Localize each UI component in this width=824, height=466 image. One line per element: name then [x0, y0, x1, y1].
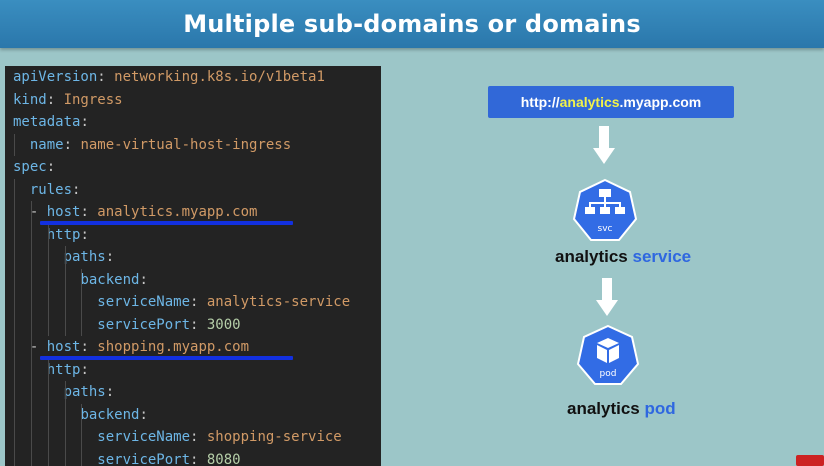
code-key: apiVersion	[13, 69, 98, 85]
code-separator: :	[80, 361, 89, 378]
code-value: shopping-service	[206, 429, 342, 445]
code-list-dash: -	[29, 204, 47, 220]
code-value: networking.k8s.io/v1beta1	[114, 69, 325, 85]
pod-icon: pod	[576, 324, 640, 385]
indent-guide	[81, 268, 83, 336]
code-key: rules	[29, 181, 73, 198]
code-key: http	[46, 226, 81, 243]
indent-guide	[64, 246, 66, 336]
code-separator: :	[46, 91, 64, 108]
code-separator: :	[190, 429, 207, 445]
code-key: backend	[80, 406, 140, 423]
code-separator: :	[190, 294, 207, 310]
code-separator: :	[80, 339, 98, 355]
code-separator: :	[72, 181, 81, 198]
slide-title: Multiple sub-domains or domains	[183, 10, 641, 38]
code-separator: :	[139, 406, 148, 423]
code-key: serviceName	[97, 429, 191, 445]
code-key: servicePort	[97, 451, 191, 466]
code-line: serviceName: shopping-service	[97, 426, 341, 448]
code-line: paths:	[64, 381, 115, 403]
code-line: servicePort: 3000	[97, 314, 240, 336]
code-separator: :	[190, 316, 207, 333]
code-key: kind	[13, 91, 47, 108]
indent-guide	[81, 403, 83, 466]
code-separator: :	[97, 69, 115, 85]
code-separator: :	[105, 384, 115, 400]
pod-label-name: analytics	[567, 399, 640, 418]
url-subdomain: analytics	[559, 94, 620, 110]
code-separator: :	[105, 249, 115, 265]
pod-label-kind: pod	[644, 399, 676, 418]
code-line: paths:	[64, 246, 115, 268]
code-value: analytics-service	[206, 294, 351, 310]
code-separator: :	[80, 204, 98, 220]
code-line: serviceName: analytics-service	[97, 291, 350, 313]
code-line: metadata:	[13, 111, 89, 133]
host-underline	[40, 220, 293, 225]
indent-guide	[14, 178, 15, 466]
code-line: name: name-virtual-host-ingress	[30, 134, 291, 156]
service-label-kind: service	[632, 247, 692, 266]
code-key: paths	[63, 384, 106, 400]
code-separator: :	[80, 114, 89, 130]
code-key: metadata	[13, 114, 81, 130]
code-value: 8080	[206, 451, 241, 466]
code-key: paths	[63, 249, 106, 265]
code-key: serviceName	[97, 294, 191, 310]
code-value: analytics.myapp.com	[97, 204, 258, 220]
service-icon-text: svc	[598, 224, 613, 234]
code-line: rules:	[30, 179, 81, 201]
service-icon: svc	[572, 178, 638, 241]
code-separator: :	[46, 159, 56, 175]
pod-icon-text: pod	[600, 369, 617, 379]
indent-guide	[64, 381, 66, 466]
code-key: name	[29, 136, 64, 153]
service-label: analytics service	[555, 247, 691, 267]
code-line: spec:	[13, 156, 55, 178]
code-separator: :	[63, 136, 81, 153]
code-line: kind: Ingress	[13, 89, 123, 111]
subscribe-badge[interactable]	[796, 455, 824, 466]
code-key: http	[46, 361, 81, 378]
arrow-down-icon	[593, 126, 615, 164]
code-line: http:	[47, 359, 89, 381]
service-label-name: analytics	[555, 247, 628, 266]
code-value: shopping.myapp.com	[97, 339, 250, 355]
code-separator: :	[139, 271, 148, 288]
code-list-dash: -	[29, 339, 47, 355]
code-key: host	[46, 204, 81, 220]
code-line: backend:	[80, 269, 147, 291]
code-value: Ingress	[63, 91, 123, 108]
title-bar: Multiple sub-domains or domains	[0, 0, 824, 48]
arrow-down-icon	[596, 278, 618, 316]
code-line: apiVersion: networking.k8s.io/v1beta1	[13, 66, 325, 88]
url-prefix: http://	[520, 94, 560, 110]
code-line: backend:	[80, 404, 147, 426]
indent-guide	[30, 201, 32, 466]
code-key: backend	[80, 271, 140, 288]
code-key: spec	[13, 159, 47, 175]
code-line: http:	[47, 224, 89, 246]
code-value: 3000	[206, 316, 241, 333]
indent-guide	[47, 223, 49, 336]
code-key: servicePort	[97, 316, 191, 333]
host-underline	[40, 355, 293, 360]
code-key: host	[46, 339, 81, 355]
url-domain: .myapp.com	[619, 94, 702, 110]
code-separator: :	[190, 451, 207, 466]
indent-guide	[47, 358, 49, 466]
code-separator: :	[80, 226, 89, 243]
code-line: - host: shopping.myapp.com	[30, 336, 249, 358]
url-box: http://analytics.myapp.com	[488, 86, 734, 118]
code-line: servicePort: 8080	[97, 449, 240, 466]
indent-guide	[14, 133, 15, 156]
pod-label: analytics pod	[567, 399, 676, 419]
code-line: - host: analytics.myapp.com	[30, 201, 258, 223]
code-value: name-virtual-host-ingress	[80, 136, 292, 153]
